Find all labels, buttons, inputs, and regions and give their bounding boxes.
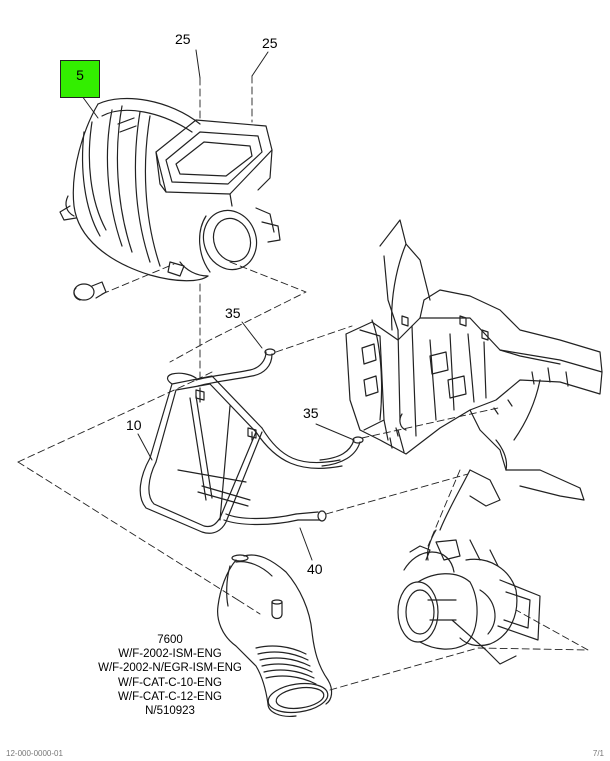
caption-line-1: 7600 xyxy=(157,634,183,646)
radiator-frame-assembly xyxy=(345,219,603,531)
callout-35-lower[interactable]: 35 xyxy=(303,405,319,421)
callout-25-right[interactable]: 25 xyxy=(262,35,278,51)
footer-right-code: 7/1 xyxy=(592,749,604,758)
caption-line-5: W/F-CAT-C-12-ENG xyxy=(118,690,222,703)
callout-10[interactable]: 10 xyxy=(126,417,142,433)
tube-40 xyxy=(295,510,327,522)
caption-line-2: W/F-2002-ISM-ENG xyxy=(118,648,222,661)
callout-40[interactable]: 40 xyxy=(307,561,323,577)
highlighted-callout-5[interactable]: 5 xyxy=(60,60,100,98)
assembly-dashed-lines xyxy=(17,75,589,691)
support-bracket xyxy=(139,372,343,534)
footer-left-code: 12-000-0000-01 xyxy=(6,749,63,758)
cap-fitting xyxy=(73,281,107,301)
leader-lines xyxy=(81,49,355,561)
air-cleaner-housing xyxy=(59,97,281,282)
caption-line-6: N/510923 xyxy=(145,705,195,718)
turbocharger xyxy=(397,529,541,665)
tube-upper-35 xyxy=(195,348,276,387)
caption-line-3: W/F-2002-N/EGR-ISM-ENG xyxy=(98,662,242,675)
callout-35-upper[interactable]: 35 xyxy=(225,305,241,321)
diagram-caption: 7600 W/F-2002-ISM-ENG W/F-2002-N/EGR-ISM… xyxy=(40,633,300,718)
callout-5-label: 5 xyxy=(76,67,84,83)
inlet-elbow-hose xyxy=(217,554,333,717)
callout-25-left[interactable]: 25 xyxy=(175,31,191,47)
caption-line-4: W/F-CAT-C-10-ENG xyxy=(118,676,222,689)
